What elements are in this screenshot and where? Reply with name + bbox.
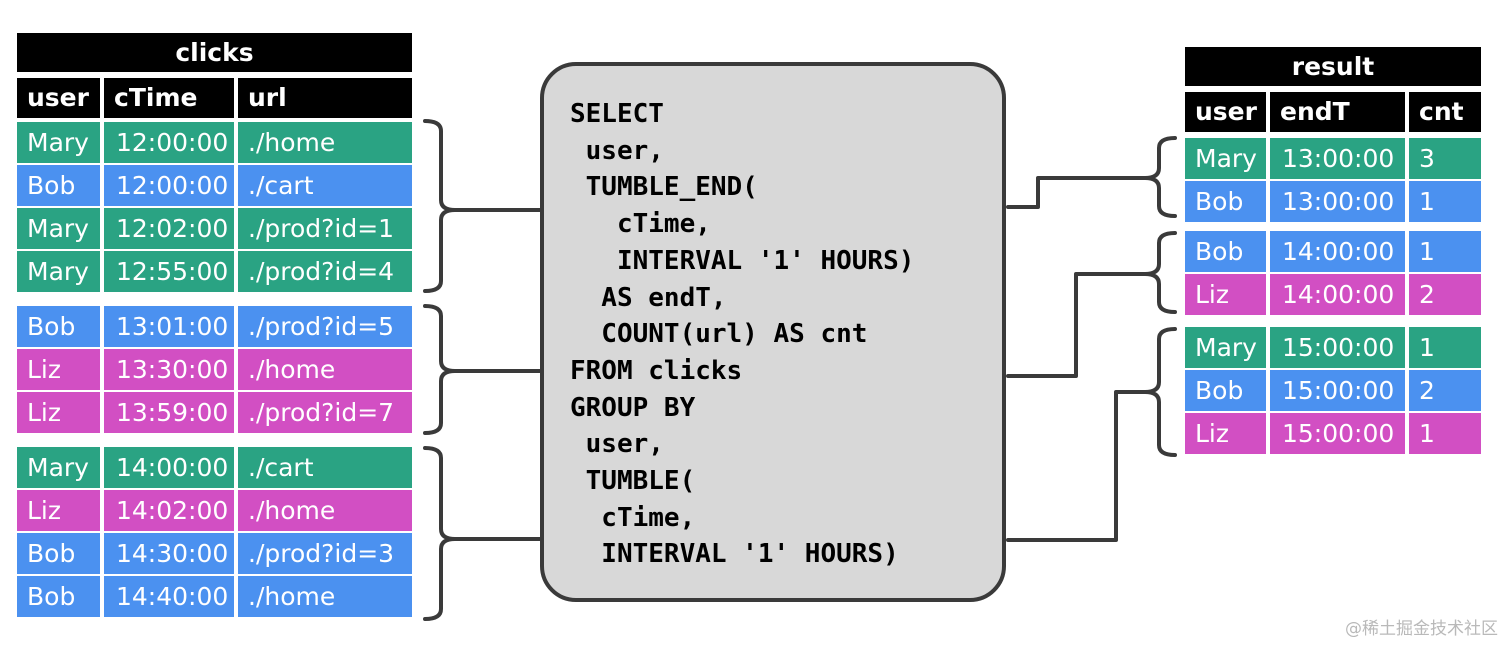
result-cell-user: Bob (1185, 181, 1266, 222)
clicks-cell-user: Bob (17, 533, 100, 574)
clicks-cell-url: ./cart (238, 165, 412, 206)
sql-line: cTime, (570, 502, 696, 533)
result-cell-endt: 15:00:00 (1270, 413, 1405, 454)
sql-line: user, (570, 429, 664, 460)
result-cell-user: Bob (1185, 231, 1266, 272)
sql-line: INTERVAL '1' HOURS) (570, 539, 899, 570)
clicks-cell-ctime: 13:59:00 (104, 392, 234, 433)
clicks-cell-ctime: 12:00:00 (104, 122, 234, 163)
result-cell-cnt: 1 (1409, 231, 1481, 272)
clicks-header-url: url (238, 78, 412, 118)
result-header-endt: endT (1270, 92, 1405, 132)
clicks-cell-user: Liz (17, 490, 100, 531)
clicks-cell-user: Bob (17, 306, 100, 347)
result-link-2 (1006, 272, 1147, 378)
result-cell-endt: 15:00:00 (1270, 370, 1405, 411)
result-brace-1 (1143, 136, 1177, 218)
clicks-cell-ctime: 14:40:00 (104, 576, 234, 617)
sql-line: FROM clicks (570, 355, 743, 386)
result-cell-cnt: 1 (1409, 181, 1481, 222)
clicks-cell-user: Mary (17, 208, 100, 249)
result-cell-user: Liz (1185, 274, 1266, 315)
result-cell-user: Mary (1185, 138, 1266, 179)
result-header-cnt: cnt (1409, 92, 1481, 132)
clicks-cell-url: ./home (238, 576, 412, 617)
result-cell-cnt: 2 (1409, 274, 1481, 315)
result-brace-2 (1143, 231, 1177, 314)
clicks-cell-user: Bob (17, 576, 100, 617)
window-brace-1 (423, 119, 457, 293)
result-cell-endt: 14:00:00 (1270, 274, 1405, 315)
sql-line: cTime, (570, 209, 711, 240)
result-cell-cnt: 1 (1409, 327, 1481, 368)
clicks-cell-url: ./prod?id=5 (238, 306, 412, 347)
clicks-cell-user: Liz (17, 349, 100, 390)
sql-query-code: SELECT user, TUMBLE_END( cTime, INTERVAL… (570, 96, 914, 573)
clicks-cell-user: Mary (17, 251, 100, 292)
clicks-cell-url: ./prod?id=3 (238, 533, 412, 574)
result-cell-user: Bob (1185, 370, 1266, 411)
result-brace-3 (1143, 327, 1177, 457)
clicks-cell-url: ./prod?id=1 (238, 208, 412, 249)
clicks-cell-ctime: 14:02:00 (104, 490, 234, 531)
sql-line: COUNT(url) AS cnt (570, 319, 868, 350)
clicks-header-ctime: cTime (104, 78, 234, 118)
sql-query-box: SELECT user, TUMBLE_END( cTime, INTERVAL… (540, 62, 1006, 602)
result-cell-user: Mary (1185, 327, 1266, 368)
sql-line: user, (570, 135, 664, 166)
clicks-cell-ctime: 13:30:00 (104, 349, 234, 390)
sql-line: GROUP BY (570, 392, 696, 423)
clicks-cell-user: Liz (17, 392, 100, 433)
window-brace-3 (423, 446, 457, 621)
clicks-cell-ctime: 12:00:00 (104, 165, 234, 206)
sql-line: AS endT, (570, 282, 727, 313)
result-header-user: user (1185, 92, 1266, 132)
result-header-row: user endT cnt (1185, 92, 1481, 132)
clicks-cell-user: Mary (17, 122, 100, 163)
clicks-cell-url: ./home (238, 490, 412, 531)
result-cell-cnt: 2 (1409, 370, 1481, 411)
result-link-1 (1006, 176, 1147, 209)
result-cell-cnt: 3 (1409, 138, 1481, 179)
clicks-cell-url: ./cart (238, 447, 412, 488)
clicks-cell-ctime: 13:01:00 (104, 306, 234, 347)
clicks-cell-url: ./home (238, 122, 412, 163)
result-cell-endt: 13:00:00 (1270, 138, 1405, 179)
result-cell-endt: 15:00:00 (1270, 327, 1405, 368)
result-cell-user: Liz (1185, 413, 1266, 454)
clicks-cell-ctime: 12:02:00 (104, 208, 234, 249)
result-table-title: result (1185, 47, 1481, 86)
result-cell-endt: 13:00:00 (1270, 181, 1405, 222)
clicks-cell-user: Bob (17, 165, 100, 206)
sql-line: TUMBLE( (570, 466, 696, 497)
clicks-cell-url: ./prod?id=4 (238, 251, 412, 292)
watermark: @稀土掘金技术社区 (1345, 619, 1498, 639)
result-cell-cnt: 1 (1409, 413, 1481, 454)
clicks-cell-url: ./prod?id=7 (238, 392, 412, 433)
clicks-cell-ctime: 12:55:00 (104, 251, 234, 292)
result-link-3 (1006, 390, 1147, 542)
clicks-cell-ctime: 14:30:00 (104, 533, 234, 574)
clicks-table-title: clicks (17, 33, 412, 72)
sql-line: TUMBLE_END( (570, 172, 758, 203)
clicks-header-user: user (17, 78, 100, 118)
window-brace-2 (423, 304, 457, 435)
sql-line: SELECT (570, 99, 664, 129)
sql-line: INTERVAL '1' HOURS) (570, 245, 915, 276)
clicks-cell-user: Mary (17, 447, 100, 488)
clicks-cell-url: ./home (238, 349, 412, 390)
result-cell-endt: 14:00:00 (1270, 231, 1405, 272)
clicks-cell-ctime: 14:00:00 (104, 447, 234, 488)
clicks-header-row: user cTime url (17, 78, 412, 118)
